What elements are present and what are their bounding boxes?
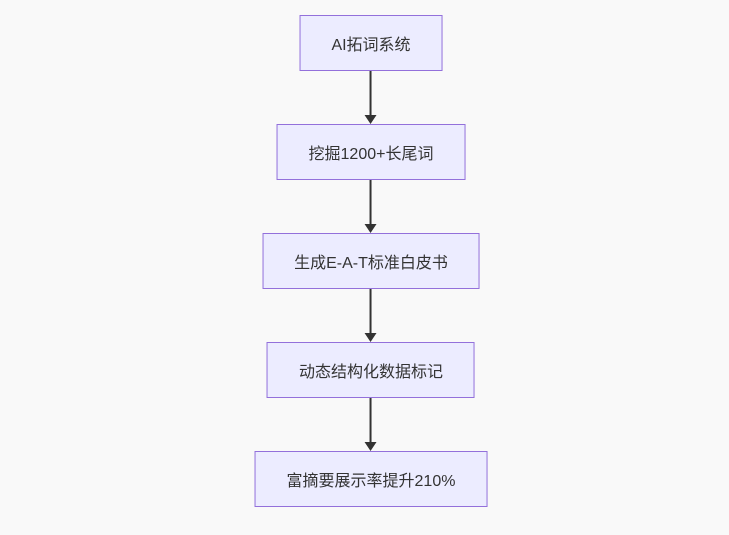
flowchart-node-structured-data-markup: 动态结构化数据标记: [266, 342, 475, 398]
edge-line: [370, 289, 372, 333]
flowchart-edge: [365, 289, 377, 342]
arrowhead-down-icon: [365, 115, 377, 124]
arrowhead-down-icon: [365, 224, 377, 233]
edge-line: [370, 180, 372, 224]
flowchart-node-ai-word-expansion: AI拓词系统: [299, 15, 443, 71]
flowchart-node-eat-whitepaper: 生成E-A-T标准白皮书: [262, 233, 480, 289]
node-label: 动态结构化数据标记: [298, 364, 443, 381]
node-label: 挖掘1200+长尾词: [308, 146, 434, 163]
node-label: AI拓词系统: [331, 37, 411, 54]
arrowhead-down-icon: [365, 333, 377, 342]
flowchart-edge: [365, 180, 377, 233]
flowchart-edge: [365, 71, 377, 124]
flowchart: AI拓词系统 挖掘1200+长尾词 生成E-A-T标准白皮书 动态结构化数据标记: [254, 15, 488, 507]
arrowhead-down-icon: [365, 442, 377, 451]
flowchart-node-longtail-mining: 挖掘1200+长尾词: [276, 124, 466, 180]
node-label: 生成E-A-T标准白皮书: [294, 255, 448, 272]
flowchart-edge: [365, 398, 377, 451]
edge-line: [370, 398, 372, 442]
edge-line: [370, 71, 372, 115]
flowchart-node-rich-snippet-rate: 富摘要展示率提升210%: [254, 451, 488, 507]
node-label: 富摘要展示率提升210%: [286, 473, 456, 490]
